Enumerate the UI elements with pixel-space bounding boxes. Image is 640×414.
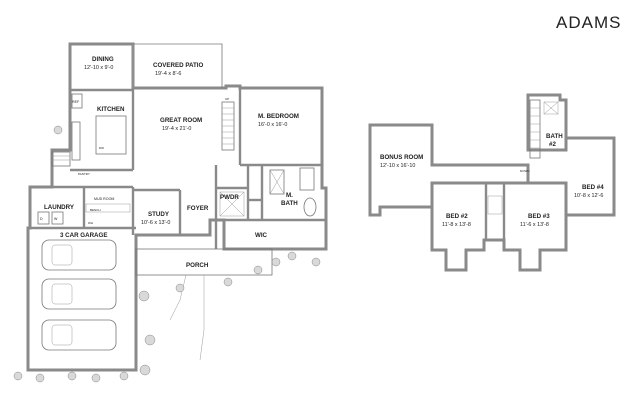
bed4-label: BED #4	[582, 184, 604, 191]
interior-walls	[30, 88, 326, 249]
car-middle	[41, 278, 117, 310]
car-bottom	[41, 319, 117, 351]
plan-title: ADAMS	[556, 13, 621, 32]
mud-room-label: MUD ROOM	[94, 197, 114, 201]
wh-label: WH	[88, 221, 93, 225]
m-bedroom-dim: 16'-0 x 16'-0	[258, 122, 287, 128]
bed3-dim: 11'-6 x 13'-8	[520, 222, 549, 228]
car-middle-window	[51, 283, 73, 305]
landscape-shrubs	[13, 125, 321, 383]
stair-down-label: DOWN	[520, 169, 530, 173]
bonus-room-label: BONUS ROOM	[380, 154, 423, 161]
mud-bench	[85, 203, 131, 213]
car-top	[41, 239, 117, 271]
shower-x2	[269, 169, 285, 195]
dryer-label: D	[40, 217, 43, 221]
pwdr-label: PWDR	[220, 194, 239, 201]
closet-box	[299, 167, 315, 191]
second-floor: BONUS ROOM 12'-10 x 16'-10 BATH #2 BED #…	[368, 93, 616, 272]
covered-patio-outline	[133, 43, 223, 88]
bath2-tile	[543, 101, 559, 115]
bed3-label: BED #3	[528, 213, 550, 220]
bath2-sub: #2	[549, 141, 556, 148]
bath2-tower-walls	[526, 93, 568, 152]
bed4-dim: 10'-8 x 12'-6	[574, 193, 603, 199]
washer	[51, 211, 64, 225]
dryer	[37, 211, 50, 225]
m-bath-label-line2: BATH	[281, 200, 298, 207]
upper-stair	[529, 99, 541, 159]
covered-patio-label: COVERED PATIO	[153, 62, 203, 69]
dining-dim: 12'-10 x 9'-0	[84, 65, 113, 71]
pwdr-tile	[219, 191, 245, 217]
wic-label: WIC	[255, 232, 268, 239]
garage-cars	[41, 239, 117, 351]
laundry-label: LAUNDRY	[44, 204, 75, 211]
first-floor: DINING 12'-10 x 9'-0 COVERED PATIO 19'-4…	[13, 42, 328, 383]
closet-between-beds	[487, 195, 503, 215]
car-bottom-window	[51, 324, 73, 346]
bath2-x2	[543, 101, 559, 115]
ref-label: REF	[72, 100, 80, 104]
walkway-right	[199, 275, 205, 361]
bonus-room-dim: 12'-10 x 16'-10	[380, 163, 415, 169]
dw-label: DW	[99, 146, 104, 150]
m-bath-label-line1: M.	[286, 192, 293, 199]
covered-patio-dim: 19'-4 x 8'-6	[155, 71, 181, 77]
bathtub	[303, 197, 317, 217]
kitchen-counter	[71, 121, 81, 161]
shower	[269, 169, 285, 195]
kitchen-island	[95, 115, 127, 155]
washer-label: W	[54, 217, 58, 221]
bed2-dim: 11'-8 x 13'-8	[442, 222, 471, 228]
bed2-bed3-walls	[430, 183, 568, 272]
pantry-label: PANTRY	[78, 172, 90, 176]
upper-stair-treads	[530, 107, 540, 149]
study-dim: 10'-6 x 13'-0	[141, 220, 170, 226]
porch-label: PORCH	[186, 262, 209, 269]
pantry-box	[51, 151, 71, 167]
main-stair-treads	[222, 107, 234, 145]
kitchen-label: KITCHEN	[97, 106, 125, 113]
foyer-label: FOYER	[187, 205, 209, 212]
bath2-label: BATH	[546, 133, 563, 140]
bed2-label: BED #2	[446, 213, 468, 220]
car-top-window	[51, 244, 73, 266]
refrigerator	[71, 93, 83, 109]
m-bedroom-label: M. BEDROOM	[258, 113, 299, 120]
garage-label: 3 CAR GARAGE	[60, 232, 107, 239]
stair-up-label: UP	[225, 97, 229, 101]
pwdr-x2	[219, 191, 245, 217]
great-room-label: GREAT ROOM	[160, 117, 202, 124]
bench-label: BENCH	[90, 208, 101, 212]
dining-label: DINING	[92, 56, 114, 63]
walkway-left	[169, 274, 187, 321]
great-room-dim: 19'-4 x 21'-0	[162, 126, 191, 132]
study-label: STUDY	[148, 211, 170, 218]
